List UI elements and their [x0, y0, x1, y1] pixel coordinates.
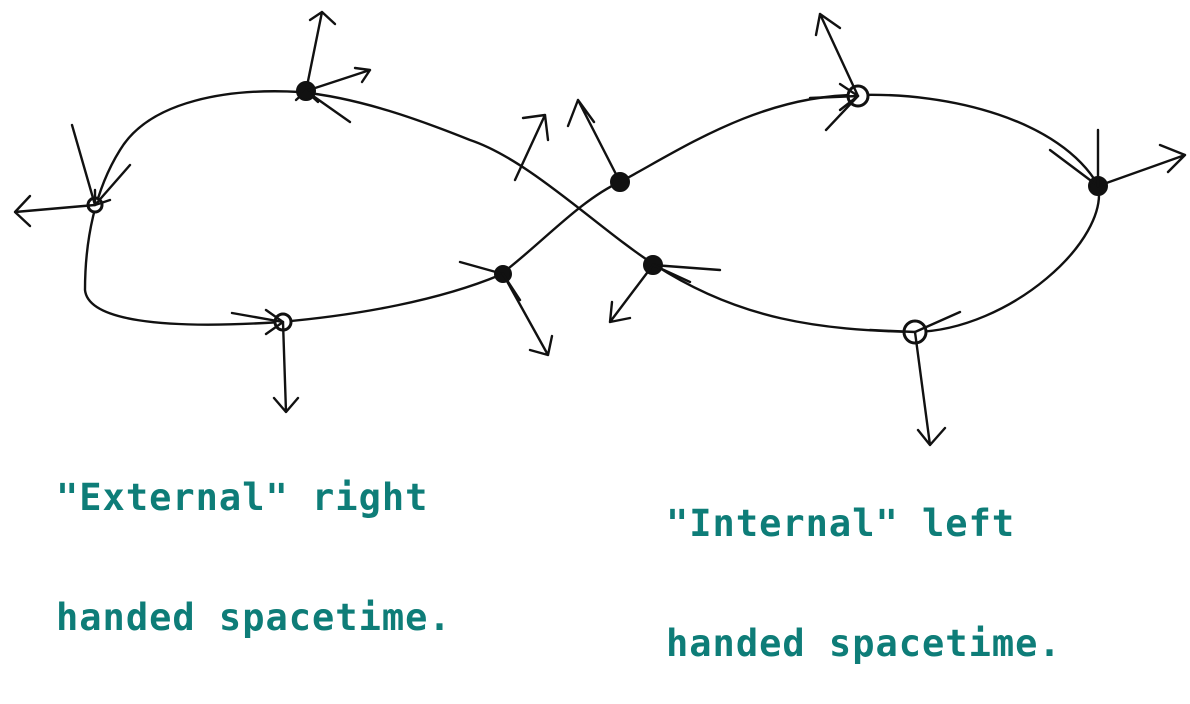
- caption-internal-line2: handed spacetime.: [666, 624, 1062, 664]
- node-top-right: [810, 14, 868, 130]
- node-bottom-left: [232, 310, 298, 412]
- node-top-left: [296, 12, 370, 122]
- caption-external-line1: "External" right: [56, 478, 452, 518]
- node-center-upper: [568, 100, 629, 191]
- caption-external: "External" right handed spacetime.: [56, 398, 452, 678]
- node-center-right: [610, 256, 720, 322]
- caption-internal-line1: "Internal" left: [666, 504, 1062, 544]
- caption-internal: "Internal" left handed spacetime.: [666, 424, 1062, 704]
- caption-external-line2: handed spacetime.: [56, 598, 452, 638]
- crossing-arrow-left: [515, 115, 548, 180]
- node-right: [1050, 130, 1185, 195]
- node-left: [15, 125, 130, 226]
- node-center-lower: [460, 262, 552, 355]
